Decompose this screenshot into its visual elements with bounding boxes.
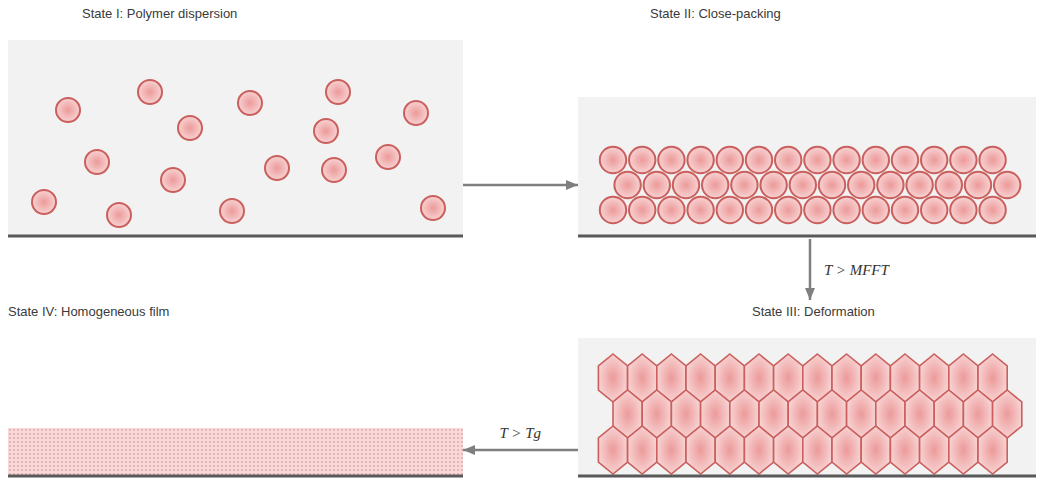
packed-particle bbox=[629, 147, 655, 173]
deformed-particle bbox=[715, 426, 744, 474]
deformation-panel bbox=[578, 338, 1036, 476]
state-heading: State I: Polymer dispersion bbox=[82, 6, 237, 22]
packed-particle bbox=[979, 197, 1005, 223]
packed-particle bbox=[863, 197, 889, 223]
packed-particle bbox=[892, 197, 918, 223]
polymer-particle bbox=[238, 91, 262, 115]
packed-particle bbox=[804, 147, 830, 173]
packed-particle bbox=[600, 197, 626, 223]
deformed-particle bbox=[657, 426, 686, 474]
deformed-particle bbox=[774, 426, 803, 474]
polymer-particle bbox=[107, 203, 131, 227]
packed-particle bbox=[775, 147, 801, 173]
polymer-particle bbox=[85, 150, 109, 174]
deformed-particle bbox=[890, 426, 919, 474]
packed-particle bbox=[863, 147, 889, 173]
polymer-particle bbox=[404, 101, 428, 125]
packed-particle bbox=[848, 172, 874, 198]
packed-particle bbox=[717, 147, 743, 173]
packed-particle bbox=[819, 172, 845, 198]
deformed-particle bbox=[598, 426, 627, 474]
state-panel: State I: Polymer dispersion bbox=[8, 0, 463, 239]
homogeneous-film bbox=[8, 428, 463, 476]
polymer-particle bbox=[376, 145, 400, 169]
polymer-particle bbox=[178, 116, 202, 140]
packed-particle bbox=[614, 172, 640, 198]
dispersion-panel bbox=[8, 40, 463, 237]
polymer-particle bbox=[421, 196, 445, 220]
condition-label: T > Tg bbox=[500, 424, 542, 442]
polymer-particle bbox=[314, 119, 338, 143]
polymer-particle bbox=[138, 80, 162, 104]
deformed-particle bbox=[686, 426, 715, 474]
packed-particle bbox=[658, 197, 684, 223]
packed-particle bbox=[950, 197, 976, 223]
state-panel: State III: Deformation bbox=[578, 300, 1036, 478]
deformed-particle bbox=[628, 426, 657, 474]
packed-particle bbox=[658, 147, 684, 173]
packed-particle bbox=[833, 197, 859, 223]
packed-particle bbox=[775, 197, 801, 223]
packed-particle bbox=[833, 147, 859, 173]
polymer-particle bbox=[322, 158, 346, 182]
packed-particle bbox=[760, 172, 786, 198]
packed-particle bbox=[702, 172, 728, 198]
packed-particle bbox=[936, 172, 962, 198]
process-arrow bbox=[463, 449, 578, 452]
particle-group bbox=[32, 80, 1022, 474]
packed-particle bbox=[979, 147, 1005, 173]
packed-particle bbox=[687, 147, 713, 173]
packed-particle bbox=[965, 172, 991, 198]
packed-particle bbox=[790, 172, 816, 198]
substrate-line bbox=[578, 235, 1036, 238]
packed-particle bbox=[600, 147, 626, 173]
packed-particle bbox=[994, 172, 1020, 198]
packed-particle bbox=[731, 172, 757, 198]
packed-particle bbox=[673, 172, 699, 198]
deformed-particle bbox=[949, 426, 978, 474]
substrate-line bbox=[578, 475, 1036, 478]
process-arrow bbox=[809, 239, 812, 300]
packed-particle bbox=[746, 147, 772, 173]
packed-particle bbox=[950, 147, 976, 173]
packed-particle bbox=[746, 197, 772, 223]
polymer-particle bbox=[56, 98, 80, 122]
substrate-line bbox=[8, 475, 463, 478]
state-panel: State II: Close-packing bbox=[578, 0, 1036, 239]
packed-particle bbox=[804, 197, 830, 223]
packed-particle bbox=[921, 147, 947, 173]
packed-particle bbox=[644, 172, 670, 198]
state-heading: State IV: Homogeneous film bbox=[8, 304, 169, 320]
deformed-particle bbox=[978, 426, 1007, 474]
polymer-particle bbox=[161, 168, 185, 192]
deformed-particle bbox=[803, 426, 832, 474]
process-arrow bbox=[463, 184, 578, 187]
deformed-particle bbox=[832, 426, 861, 474]
packed-particle bbox=[687, 197, 713, 223]
deformed-particle bbox=[744, 426, 773, 474]
polymer-particle bbox=[32, 190, 56, 214]
state-panel: State IV: Homogeneous film bbox=[8, 300, 463, 478]
state-heading: State III: Deformation bbox=[752, 304, 875, 320]
packed-particle bbox=[717, 197, 743, 223]
packed-particle bbox=[906, 172, 932, 198]
deformed-particle bbox=[861, 426, 890, 474]
packed-particle bbox=[877, 172, 903, 198]
packed-particle bbox=[921, 197, 947, 223]
deformed-particle bbox=[920, 426, 949, 474]
substrate-line bbox=[8, 235, 463, 238]
polymer-particle bbox=[265, 156, 289, 180]
polymer-particle bbox=[326, 80, 350, 104]
packed-particle bbox=[892, 147, 918, 173]
packed-particle bbox=[629, 197, 655, 223]
state-heading: State II: Close-packing bbox=[650, 6, 781, 22]
packing-panel bbox=[578, 97, 1036, 237]
polymer-particle bbox=[220, 199, 244, 223]
condition-label: T > MFFT bbox=[824, 261, 889, 279]
